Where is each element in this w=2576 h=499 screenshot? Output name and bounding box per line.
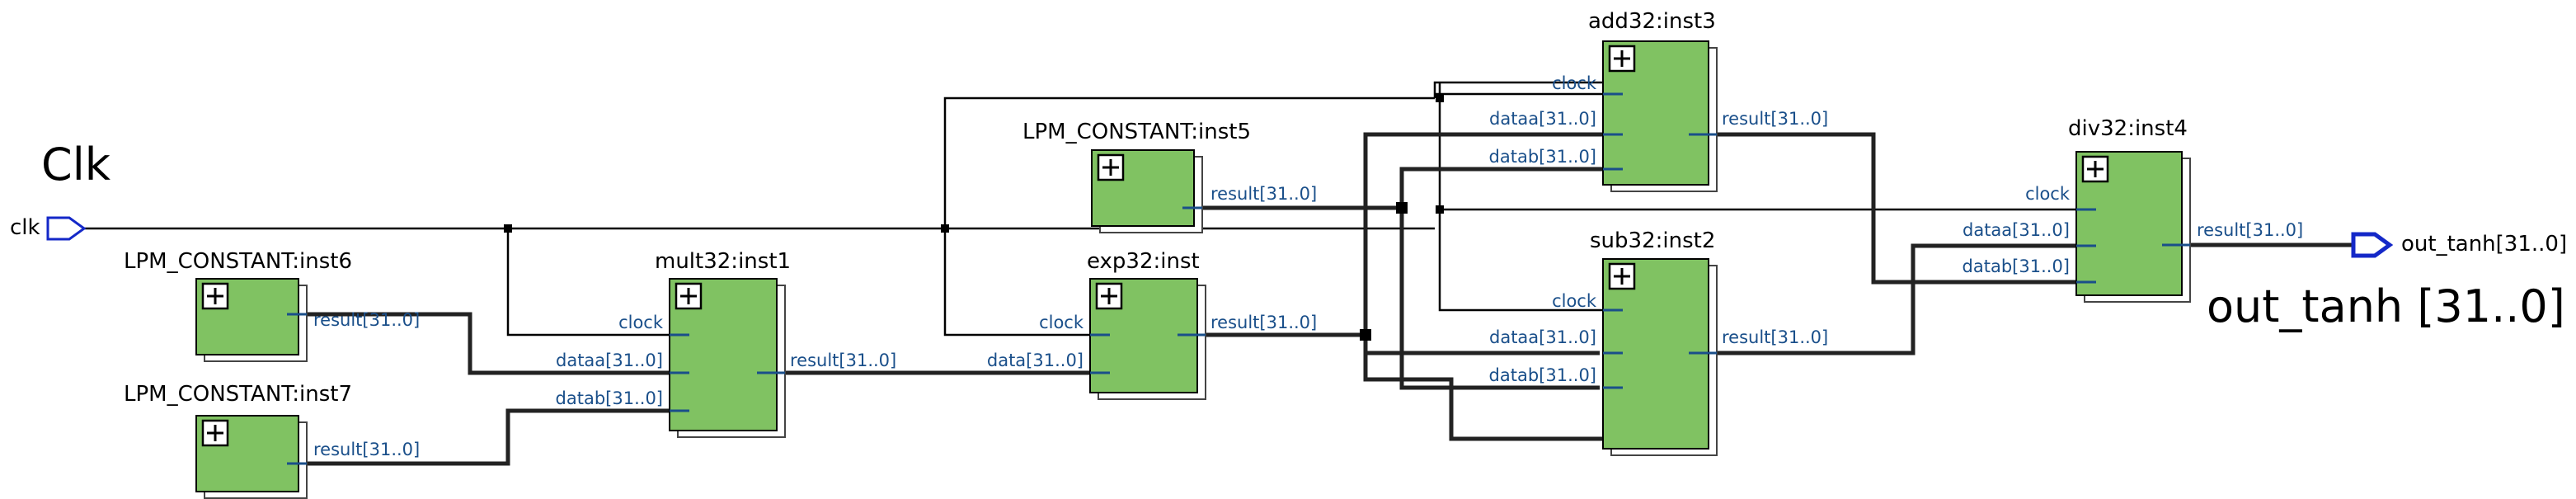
block-inst4[interactable]: div32:inst4 clock dataa[31..0] datab[31.…: [1963, 116, 2304, 303]
block-inst7[interactable]: LPM_CONSTANT:inst7 result[31..0]: [124, 382, 420, 499]
bus-sub-to-div: [1717, 243, 2076, 355]
port-label-datab: datab[31..0]: [1963, 257, 2070, 276]
port-pins: [670, 333, 785, 412]
clock-net-add: [1433, 81, 1603, 98]
expand-icon[interactable]: [1608, 262, 1636, 290]
block-title: add32:inst3: [1588, 9, 1716, 34]
port-label-datab: datab[31..0]: [1489, 365, 1596, 385]
block-inst2[interactable]: sub32:inst2 clock dataa[31..0] datab[31.…: [1489, 228, 1829, 456]
block-title: exp32:inst: [1087, 249, 1200, 274]
port-label-dataa: dataa[31..0]: [556, 351, 663, 370]
output-pin-out-tanh[interactable]: out_tanh[31..0]: [2351, 232, 2567, 258]
port-label-result: result[31..0]: [1722, 327, 1828, 347]
expand-icon[interactable]: [675, 282, 703, 310]
block-inst[interactable]: exp32:inst clock data[31..0] result[31..…: [987, 249, 1317, 400]
block-inst3[interactable]: add32:inst3 clock dataa[31..0] datab[31.…: [1489, 9, 1829, 192]
port-pins: [2076, 208, 2190, 284]
port-label-result: result[31..0]: [1722, 109, 1828, 129]
junction-dot: [1360, 329, 1371, 341]
port-pins: [1603, 308, 1717, 389]
expand-icon[interactable]: [1608, 45, 1636, 73]
port-label: result[31..0]: [313, 440, 420, 459]
clock-net-top-loop: [943, 97, 1435, 228]
expand-icon[interactable]: [201, 419, 229, 447]
out-annotation: out_tanh [31..0]: [2207, 280, 2565, 332]
block-inst5[interactable]: LPM_CONSTANT:inst5 result[31..0]: [1022, 120, 1317, 233]
port-label-clock: clock: [618, 313, 664, 332]
junction-dot: [1396, 202, 1408, 214]
port-label: result[31..0]: [313, 310, 420, 330]
port-label: result[31..0]: [1210, 184, 1317, 204]
junction-dot: [1436, 94, 1444, 102]
expand-icon[interactable]: [201, 282, 229, 310]
port-label-datab: datab[31..0]: [1489, 147, 1596, 167]
junction-dot: [941, 224, 949, 233]
bus-const5: [1202, 167, 1603, 390]
block-inst1[interactable]: mult32:inst1 clock dataa[31..0] datab[31…: [556, 249, 897, 438]
port-label-datab: datab[31..0]: [556, 388, 663, 408]
bus-inst7-to-mult-b: [307, 408, 670, 466]
expand-icon[interactable]: [1095, 282, 1123, 310]
block-title: mult32:inst1: [655, 249, 791, 274]
port-pins: [1090, 333, 1206, 374]
output-pin-icon: [2351, 232, 2394, 258]
clock-net-mult: [506, 228, 670, 337]
block-inst6[interactable]: LPM_CONSTANT:inst6 result[31..0]: [124, 249, 420, 362]
input-pin-clk[interactable]: clk: [10, 215, 87, 241]
port-label-dataa: dataa[31..0]: [1489, 327, 1596, 347]
port-pins: [1603, 92, 1717, 171]
port-label-result: result[31..0]: [2197, 220, 2303, 240]
wires: [84, 81, 2353, 466]
bus-inst6-to-mult-a: [307, 312, 670, 375]
port-label-clock: clock: [1552, 291, 1597, 311]
junction-dot: [1436, 205, 1444, 214]
block-title: div32:inst4: [2068, 116, 2188, 141]
input-pin-label: clk: [10, 215, 40, 240]
block-title: LPM_CONSTANT:inst7: [124, 382, 352, 407]
port-label-result: result[31..0]: [790, 351, 896, 370]
block-title: LPM_CONSTANT:inst6: [124, 249, 352, 274]
junction-dot: [504, 224, 512, 233]
bus-add-to-div: [1717, 132, 2076, 285]
port-label-clock: clock: [2025, 184, 2071, 204]
expand-icon[interactable]: [2081, 155, 2109, 183]
block-title: sub32:inst2: [1590, 228, 1715, 253]
clk-annotation: Clk: [41, 139, 111, 191]
port-label-data: data[31..0]: [987, 351, 1084, 370]
output-pin-label: out_tanh[31..0]: [2401, 232, 2567, 257]
expand-icon[interactable]: [1097, 153, 1125, 181]
port-label-result: result[31..0]: [1210, 313, 1317, 332]
port-label-clock: clock: [1039, 313, 1084, 332]
input-pin-icon: [46, 216, 87, 241]
block-title: LPM_CONSTANT:inst5: [1022, 120, 1251, 144]
clock-net-exp: [943, 228, 1090, 337]
bus-exp-to-add-sub: [1206, 132, 1603, 441]
port-label-dataa: dataa[31..0]: [1489, 109, 1596, 129]
port-label-clock: clock: [1552, 73, 1597, 93]
port-label-dataa: dataa[31..0]: [1963, 220, 2070, 240]
clock-net-spine: [1438, 82, 1603, 312]
